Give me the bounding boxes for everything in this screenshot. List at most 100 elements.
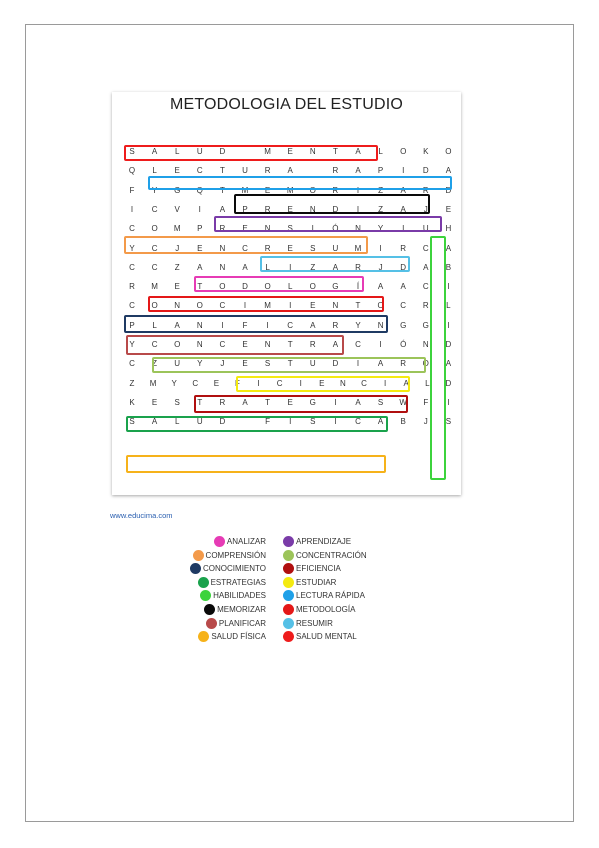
- grid-letter: I: [198, 204, 201, 214]
- grid-letter: T: [265, 397, 271, 407]
- word-highlight: [194, 276, 364, 292]
- grid-letter: S: [129, 417, 135, 427]
- worksheet-title: METODOLOGIA DEL ESTUDIO: [169, 96, 404, 113]
- grid-letter: U: [196, 417, 203, 427]
- grid-letter: A: [355, 397, 361, 407]
- grid-letter: O: [309, 185, 316, 195]
- grid-letter: C: [422, 243, 429, 253]
- word-highlight: [260, 256, 410, 272]
- grid-letter: Z: [378, 204, 384, 214]
- grid-letter: A: [242, 397, 248, 407]
- word-highlight: [234, 194, 430, 214]
- grid-letter: A: [400, 185, 406, 195]
- grid-letter: F: [242, 320, 248, 330]
- grid-letter: I: [334, 397, 337, 407]
- grid-letter: A: [151, 147, 158, 156]
- grid-letter: E: [174, 166, 180, 176]
- grid-letter: A: [332, 340, 339, 349]
- grid-letter: P: [242, 204, 248, 214]
- grid-letter: N: [174, 301, 181, 311]
- grid-letter: M: [264, 147, 271, 156]
- grid-letter: I: [402, 166, 405, 176]
- grid-letter: M: [354, 243, 362, 253]
- word-highlight: [124, 145, 378, 161]
- grid-letter: E: [287, 147, 293, 156]
- grid-letter: N: [309, 147, 316, 156]
- grid-letter: U: [196, 147, 203, 156]
- grid-letter: N: [309, 204, 316, 214]
- grid-letter: I: [383, 378, 387, 388]
- grid-letter: I: [289, 417, 292, 427]
- grid-letter: I: [221, 320, 224, 330]
- grid-letter: C: [151, 340, 158, 349]
- word-highlight: [124, 236, 368, 254]
- grid-letter: A: [400, 282, 406, 292]
- grid-letter: C: [422, 282, 429, 292]
- word-highlight: [194, 395, 408, 413]
- word-highlight: [236, 376, 410, 392]
- grid-letter: R: [332, 185, 339, 195]
- grid-letter: N: [196, 340, 203, 349]
- grid-letter: O: [377, 301, 384, 311]
- grid-letter: P: [377, 166, 384, 176]
- grid-letter: B: [400, 417, 406, 427]
- grid-letter: U: [422, 224, 429, 234]
- grid-letter: L: [287, 282, 293, 292]
- grid-letter: A: [377, 282, 384, 292]
- grid-letter: D: [445, 340, 452, 349]
- grid-letter: O: [174, 340, 181, 349]
- grid-letter: S: [310, 243, 316, 253]
- grid-letter: F: [265, 417, 271, 427]
- grid-letter: Z: [129, 378, 135, 388]
- grid-letter: Ó: [332, 224, 339, 234]
- grid-letter: I: [402, 224, 405, 234]
- grid-letter: I: [289, 301, 292, 311]
- grid-letter: I: [379, 243, 382, 253]
- grid-letter: I: [447, 397, 450, 407]
- grid-letter: E: [287, 204, 293, 214]
- grid-letter: G: [332, 282, 339, 292]
- grid-letter: Q: [196, 185, 203, 195]
- grid-letter: Y: [129, 243, 135, 253]
- grid-letter: I: [356, 185, 360, 195]
- grid-letter: N: [219, 243, 226, 253]
- grid-letter: K: [423, 147, 429, 156]
- grid-letter: L: [174, 147, 180, 156]
- grid-letter: D: [219, 147, 226, 156]
- grid-letter: E: [242, 359, 248, 369]
- grid-letter: E: [151, 397, 158, 407]
- grid-letter: J: [378, 262, 383, 272]
- grid-letter: S: [445, 417, 452, 427]
- grid-letter: C: [355, 340, 361, 349]
- grid-letter: L: [378, 147, 383, 156]
- grid-letter: U: [174, 359, 181, 369]
- grid-letter: A: [332, 262, 339, 272]
- grid-letter: I: [257, 378, 260, 388]
- grid-letter: R: [129, 282, 135, 292]
- grid-letter: E: [197, 243, 203, 253]
- grid-letter: S: [377, 397, 384, 407]
- grid-letter: G: [309, 397, 316, 407]
- source-url: www.educima.com: [110, 511, 173, 520]
- grid-letter: C: [196, 166, 203, 176]
- grid-letter: Y: [129, 340, 135, 349]
- grid-letter: F: [129, 185, 135, 195]
- grid-letter: T: [219, 166, 225, 176]
- grid-letter: U: [332, 243, 339, 253]
- grid-letter: Y: [197, 359, 203, 369]
- grid-letter: T: [332, 147, 338, 156]
- grid-letter: T: [355, 301, 361, 311]
- grid-letter: A: [423, 262, 429, 272]
- grid-letter: Y: [377, 224, 384, 234]
- grid-letter: E: [264, 185, 271, 195]
- grid-letter: S: [174, 397, 180, 407]
- word-highlight: [148, 296, 384, 312]
- grid-letter: O: [309, 282, 316, 292]
- grid-letter: R: [400, 359, 407, 369]
- grid-letter: H: [445, 224, 452, 234]
- grid-letter: R: [400, 243, 407, 253]
- grid-letter: R: [264, 204, 271, 214]
- grid-letter: I: [299, 378, 302, 388]
- grid-letter: E: [445, 204, 452, 214]
- grid-letter: A: [377, 359, 384, 369]
